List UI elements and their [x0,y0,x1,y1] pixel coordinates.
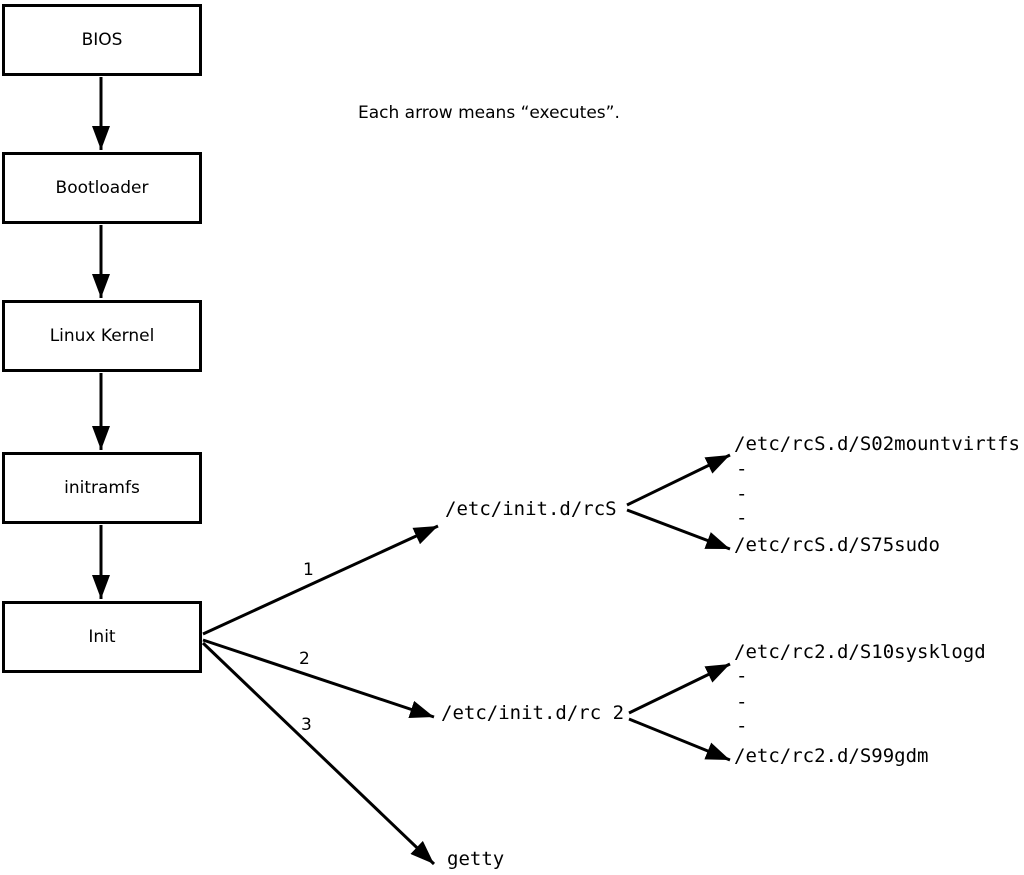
dash-placeholder: - [736,665,748,687]
dash-placeholder: - [736,507,748,529]
box-linux-kernel: Linux Kernel [2,300,202,372]
dash-placeholder: - [736,458,748,480]
node-s99gdm: /etc/rc2.d/S99gdm [734,745,929,767]
dash-placeholder: - [736,715,748,737]
arrow-number-3: 3 [301,715,312,735]
box-init: Init [2,601,202,673]
box-init-label: Init [88,627,116,647]
node-s02mountvirtfs: /etc/rcS.d/S02mountvirtfs [734,433,1020,455]
node-s10sysklogd: /etc/rc2.d/S10sysklogd [734,641,986,663]
arrow-number-2: 2 [299,649,310,669]
node-getty: getty [447,848,505,870]
legend-note: Each arrow means “executes”. [358,103,620,123]
node-s75sudo: /etc/rcS.d/S75sudo [734,534,940,556]
box-bios: BIOS [2,4,202,76]
node-rcs-script: /etc/init.d/rcS [445,498,617,520]
box-initramfs-label: initramfs [64,478,140,498]
arrow-rcs-to-s75 [626,508,731,551]
dash-placeholder: - [736,691,748,713]
arrow-init-to-rc2 [202,638,435,719]
arrow-rc2-to-s99 [628,717,731,762]
dash-placeholder: - [736,483,748,505]
node-rc2-script: /etc/init.d/rc 2 [441,702,625,724]
arrow-number-1: 1 [303,560,314,580]
box-bios-label: BIOS [81,30,123,50]
box-initramfs: initramfs [2,452,202,524]
arrow-init-to-getty [201,641,436,866]
box-linux-kernel-label: Linux Kernel [49,326,155,346]
box-bootloader-label: Bootloader [55,178,149,198]
arrow-init-to-rcs [202,524,439,636]
arrow-rc2-to-s10 [628,662,731,715]
box-bootloader: Bootloader [2,152,202,224]
arrow-rcs-to-s02 [626,453,731,507]
